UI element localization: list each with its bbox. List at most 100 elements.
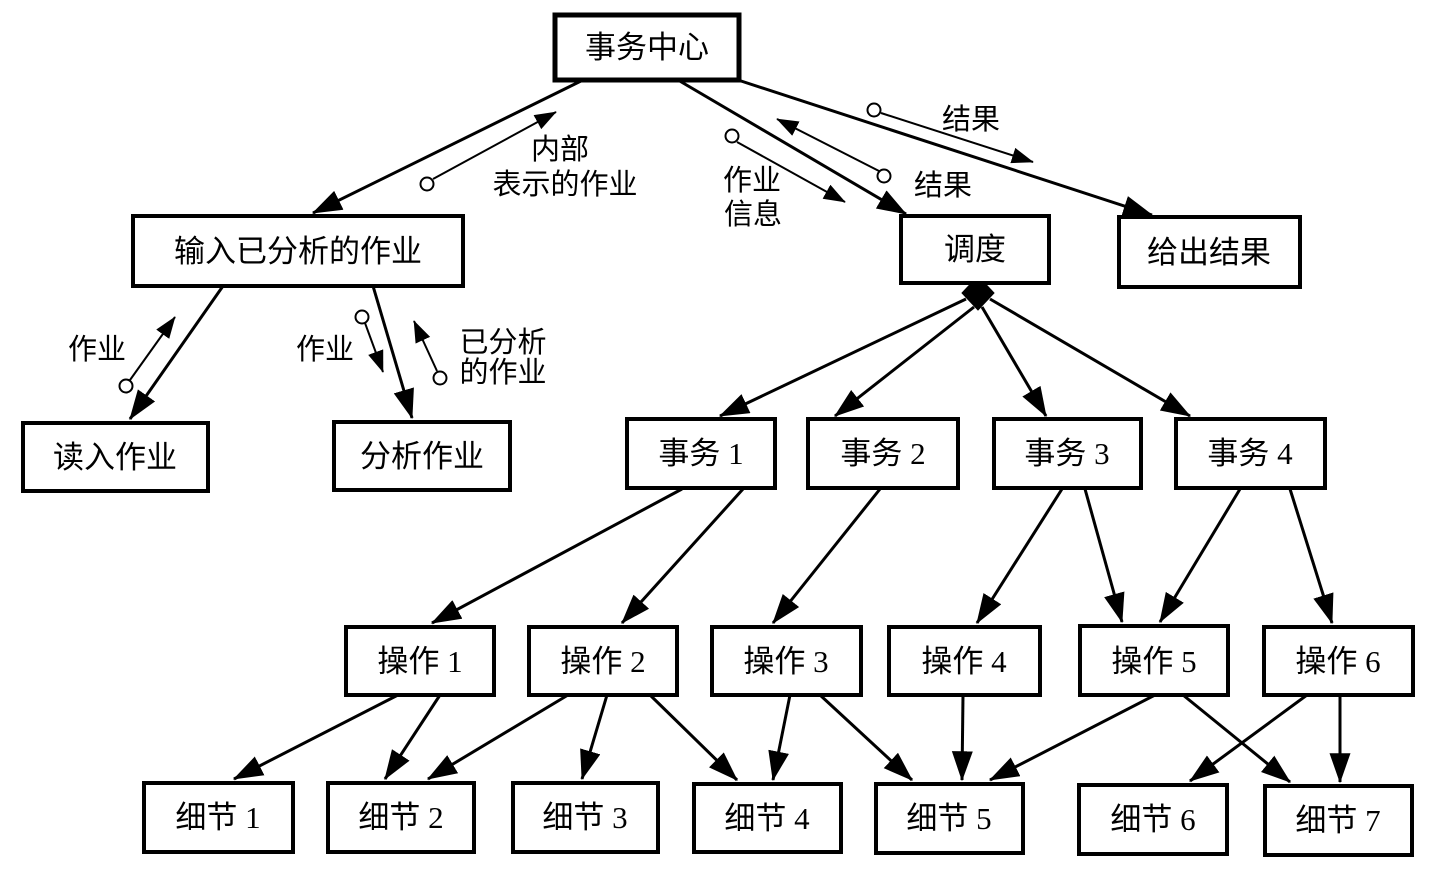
call-dispatch-to-t1 [718, 297, 967, 418]
node-operation-1: 操作 1 [344, 625, 496, 697]
data-couple-circle-result-down [866, 102, 882, 118]
node-transaction-4-label: 事务 4 [1207, 436, 1293, 471]
call-o1-to-d1 [232, 693, 399, 781]
node-read-job-label: 读入作业 [53, 440, 177, 475]
node-transaction-center-box [552, 12, 742, 83]
data-couple-circle-internal-job [419, 176, 435, 192]
node-dispatch: 调度 [899, 214, 1051, 285]
node-detail-6-label: 细节 6 [1110, 802, 1195, 837]
node-transaction-1-box [625, 417, 777, 490]
data-couple-circle-job-info [724, 128, 740, 144]
node-operation-1-label: 操作 1 [377, 644, 462, 679]
flow-internal-job-arrow [432, 111, 557, 180]
node-transaction-4: 事务 4 [1174, 417, 1327, 490]
call-o3-to-d4 [768, 694, 792, 782]
node-operation-6-label: 操作 6 [1295, 644, 1380, 679]
data-flow-labels: 内部 表示的作业 作业 信息 结果 结果 作业 作业 已分析 的作业 [68, 103, 1000, 389]
nodes: 事务中心 输入已分析的作业 调度 给出结果 读入作业 分析作业 事务 1 事 [21, 12, 1415, 857]
node-operation-1-box [344, 625, 496, 697]
node-analyze-job-box [332, 420, 512, 492]
flow-label-internal-job-line2: 表示的作业 [492, 168, 637, 201]
call-t3-to-o4 [975, 488, 1064, 625]
node-input-analyzed-job-box [131, 214, 465, 288]
node-detail-4: 细节 4 [692, 782, 843, 854]
node-operation-3-box [710, 625, 863, 697]
node-read-job-box [21, 421, 210, 493]
data-couple-circle-analyzed-job [432, 370, 448, 386]
flow-label-analyzed-job-line2: 的作业 [459, 356, 546, 389]
flow-label-analyzed-job-line1: 已分析 [459, 326, 546, 359]
node-output-result-label: 给出结果 [1147, 235, 1271, 270]
call-arrows [128, 78, 1351, 784]
node-detail-7-box [1263, 784, 1414, 857]
node-transaction-center: 事务中心 [552, 12, 742, 83]
node-transaction-1: 事务 1 [625, 417, 777, 490]
call-o6-to-d6 [1189, 693, 1308, 783]
call-o2-to-d3 [580, 694, 609, 781]
flow-analyzed-job-arrow [413, 320, 438, 372]
call-t4-to-o6 [1288, 488, 1334, 625]
flow-label-job-info-line2: 信息 [724, 198, 782, 231]
node-detail-2-label: 细节 2 [358, 800, 443, 835]
call-input-to-read [128, 285, 225, 420]
flow-label-result-down: 结果 [942, 103, 1000, 136]
node-analyze-job: 分析作业 [332, 420, 512, 492]
flow-result-up-arrow [776, 118, 880, 172]
node-transaction-2: 事务 2 [806, 417, 960, 490]
call-o5-to-d5 [988, 693, 1156, 782]
node-operation-2-label: 操作 2 [560, 644, 645, 679]
node-detail-2-box [326, 781, 476, 854]
call-dispatch-to-t2 [834, 305, 975, 418]
call-dispatch-to-t4 [989, 297, 1192, 418]
call-t2-to-o3 [771, 488, 882, 624]
flow-label-result-up: 结果 [914, 169, 972, 202]
node-input-analyzed-job-label: 输入已分析的作业 [174, 234, 422, 269]
call-t4-to-o5 [1158, 488, 1242, 624]
node-transaction-4-box [1174, 417, 1327, 490]
call-o3-to-d5 [818, 693, 914, 782]
flow-label-job-read: 作业 [68, 333, 126, 366]
node-input-analyzed-job: 输入已分析的作业 [131, 214, 465, 288]
node-detail-1-label: 细节 1 [175, 800, 260, 835]
node-transaction-2-label: 事务 2 [840, 436, 925, 471]
call-t3-to-o5 [1083, 488, 1125, 624]
call-o1-to-d2 [383, 694, 442, 781]
call-center-to-dispatch [677, 78, 908, 216]
node-output-result-box [1117, 215, 1302, 289]
node-analyze-job-label: 分析作业 [360, 439, 484, 474]
flow-result-down-arrow [880, 112, 1034, 164]
node-operation-3-label: 操作 3 [743, 644, 828, 679]
node-detail-7: 细节 7 [1263, 784, 1414, 857]
flow-job-info-arrow [736, 141, 846, 203]
node-operation-5-label: 操作 5 [1111, 644, 1196, 679]
node-transaction-center-label: 事务中心 [585, 30, 709, 65]
node-transaction-1-label: 事务 1 [658, 436, 743, 471]
node-detail-5-box [874, 782, 1025, 855]
node-detail-1-box [142, 781, 295, 854]
call-dispatch-to-t3 [980, 306, 1048, 418]
node-operation-5-box [1078, 624, 1230, 697]
flow-job-read-arrow [129, 316, 176, 381]
data-couple-circle-job-analyze [354, 309, 370, 325]
node-detail-6-box [1077, 783, 1229, 856]
node-detail-6: 细节 6 [1077, 783, 1229, 856]
node-detail-3: 细节 3 [511, 781, 660, 854]
node-detail-1: 细节 1 [142, 781, 295, 854]
node-operation-4-box [887, 625, 1042, 697]
node-operation-2-box [527, 625, 679, 697]
flow-label-job-analyze: 作业 [296, 333, 354, 366]
call-o2-to-d4 [648, 693, 739, 782]
node-transaction-2-box [806, 417, 960, 490]
call-center-to-output [737, 78, 1154, 217]
node-read-job: 读入作业 [21, 421, 210, 493]
node-operation-2: 操作 2 [527, 625, 679, 697]
node-detail-3-label: 细节 3 [542, 800, 627, 835]
node-output-result: 给出结果 [1117, 215, 1302, 289]
call-o5-to-d7 [1182, 693, 1291, 784]
call-t1-to-o1 [430, 487, 683, 625]
node-operation-6: 操作 6 [1262, 625, 1415, 697]
flow-label-job-info-line1: 作业 [723, 164, 781, 197]
data-flow-arrows [118, 102, 1034, 394]
